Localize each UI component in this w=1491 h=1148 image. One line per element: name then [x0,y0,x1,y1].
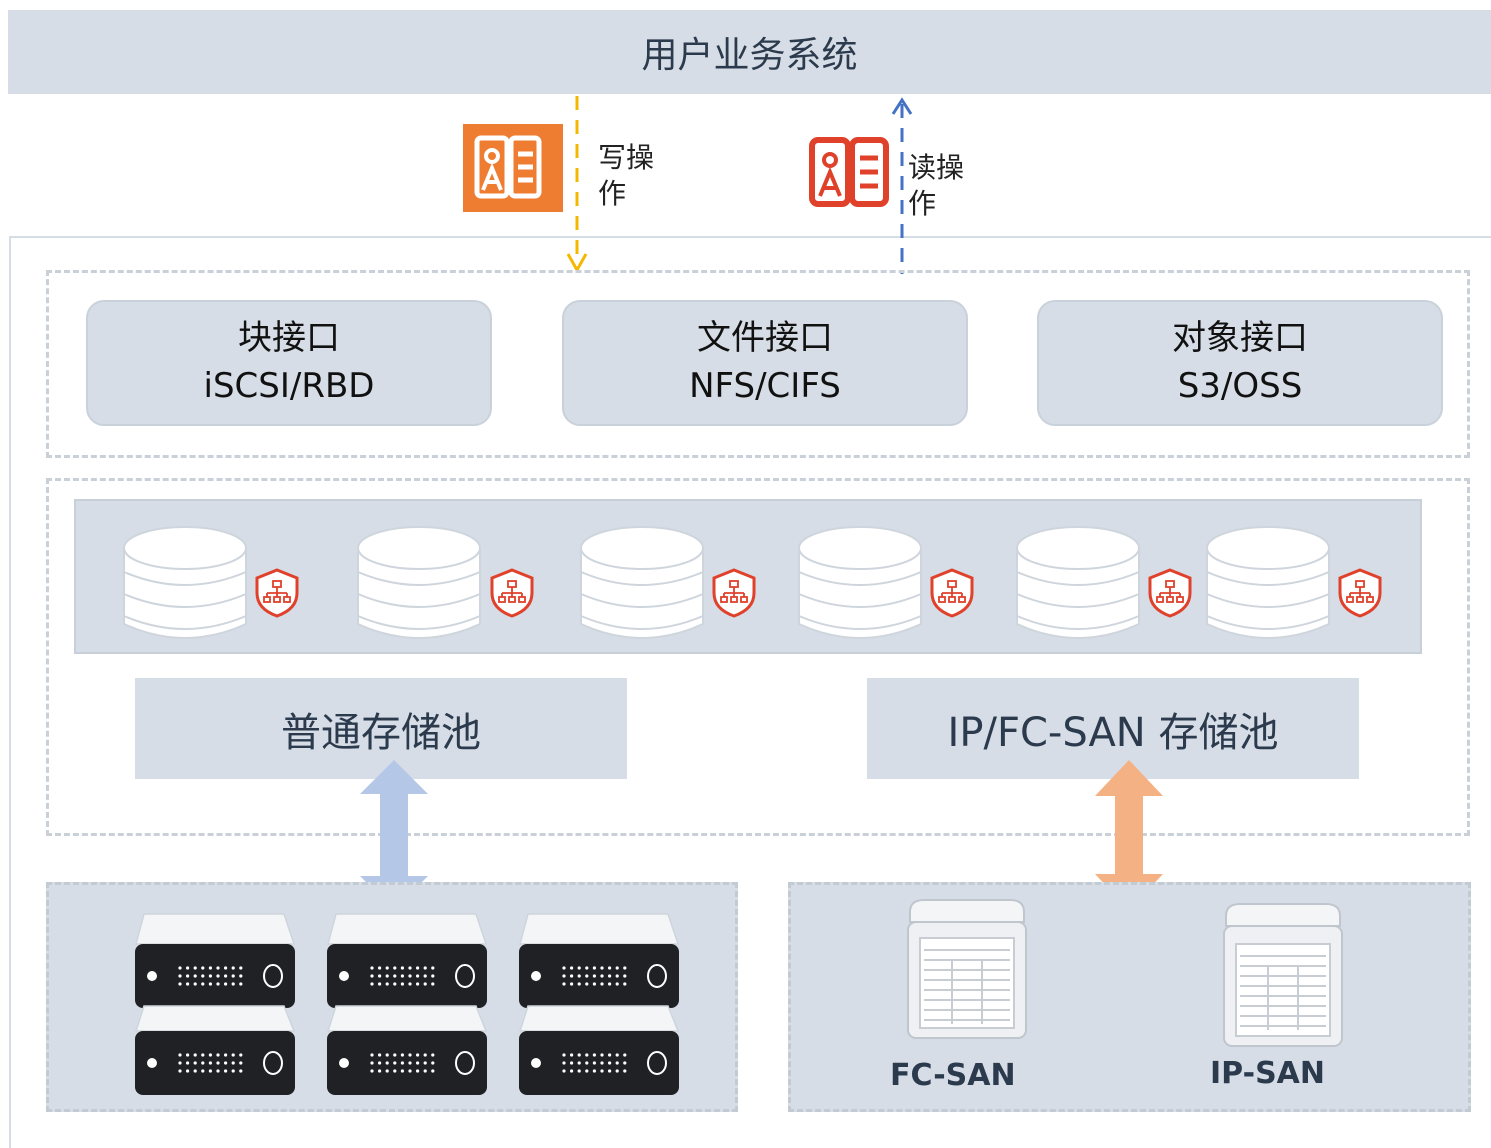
interface-layer [46,270,1470,458]
rack-server-icon [327,913,488,1008]
block-interface-protocol: iSCSI/RBD [203,366,375,406]
rack-server-icon [326,1005,488,1095]
rack-server-icon [519,913,680,1008]
object-interface-card: 对象接口 S3/OSS [1037,300,1443,426]
disk-stack-icon [1016,526,1140,639]
fc-san-device-icon [907,899,1027,1039]
write-document-icon [463,124,563,212]
shield-network-icon [1148,568,1192,618]
disk-stack-icon [798,526,922,639]
shield-network-icon [712,568,756,618]
shield-network-icon [490,568,534,618]
fc-san-label: FC-SAN [890,1058,1016,1093]
read-document-icon [809,137,889,207]
normal-storage-pool-label: 普通存储池 [281,709,481,756]
object-interface-protocol: S3/OSS [1177,366,1303,406]
ip-san-label: IP-SAN [1210,1056,1326,1091]
disk-stack-icon [580,526,704,639]
user-business-system-title: 用户业务系统 [641,35,858,76]
rack-server-icon [135,913,296,1008]
storage-pool-layer [46,478,1470,836]
disk-stack-icon [123,526,247,639]
file-interface-card: 文件接口 NFS/CIFS [562,300,968,426]
disk-stack-icon [1206,526,1330,639]
write-operation-label: 写操作 [598,141,655,210]
san-pool-double-arrow [1095,760,1163,910]
normal-pool-double-arrow [360,760,428,910]
shield-network-icon [930,568,974,618]
write-arrow [566,96,588,274]
rack-server-icon [518,1005,680,1095]
rack-server-icon [134,1005,296,1095]
block-interface-card: 块接口 iSCSI/RBD [86,300,492,426]
san-storage-pool-label: IP/FC-SAN 存储池 [947,709,1279,756]
read-arrow [891,97,913,274]
shield-network-icon [1338,568,1382,618]
file-interface-protocol: NFS/CIFS [689,366,841,406]
storage-system-frame [9,236,1491,1148]
shield-network-icon [255,568,299,618]
ip-san-device-icon [1223,903,1343,1047]
file-interface-name: 文件接口 [697,318,833,358]
normal-storage-pool: 普通存储池 [135,678,627,779]
san-hardware-box [788,882,1471,1112]
block-interface-name: 块接口 [238,318,340,358]
user-business-system-bar: 用户业务系统 [8,10,1491,94]
disk-stack-icon [357,526,481,639]
object-interface-name: 对象接口 [1172,318,1308,358]
read-operation-label: 读操作 [908,151,965,220]
san-storage-pool: IP/FC-SAN 存储池 [867,678,1359,779]
